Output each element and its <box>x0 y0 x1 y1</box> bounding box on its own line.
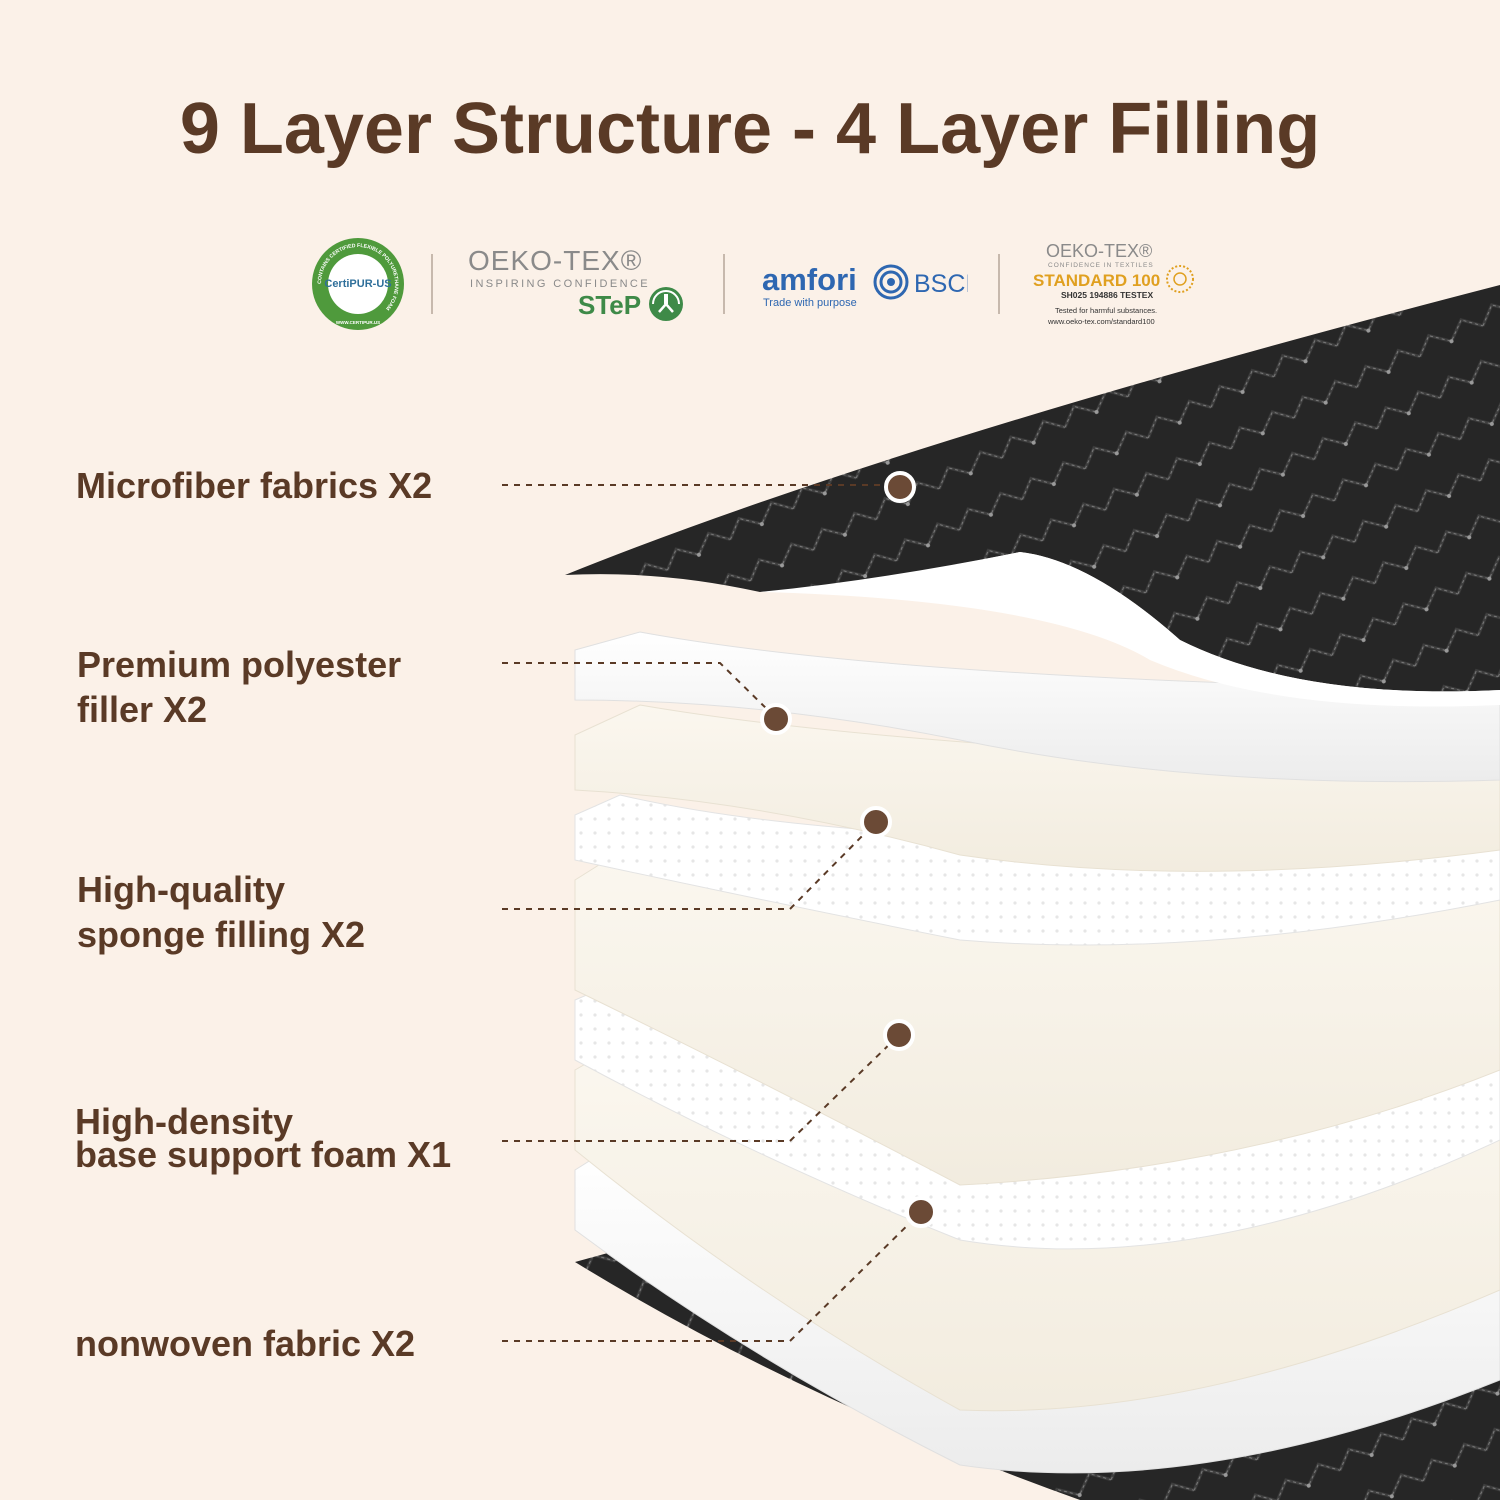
divider <box>998 254 1000 314</box>
layer-top-fabric <box>565 285 1500 692</box>
label-foam-line2: base support foam X1 <box>75 1134 452 1175</box>
oeko-tex-standard-100-logo: OEKO-TEX® CONFIDENCE IN TEXTILES STANDAR… <box>1033 241 1194 326</box>
divider <box>723 254 725 314</box>
amfori-tagline: Trade with purpose <box>763 297 857 309</box>
oeko-step-tagline: INSPIRING CONFIDENCE <box>470 278 650 290</box>
oeko-standard-brand: OEKO-TEX® <box>1046 241 1152 261</box>
leader-sponge <box>502 821 877 910</box>
oeko-standard-code: SH025 194886 TESTEX <box>1061 290 1153 300</box>
label-nonwoven: nonwoven fabric X2 <box>75 1323 416 1364</box>
label-microfiber: Microfiber fabrics X2 <box>76 465 433 506</box>
oeko-standard-name: STANDARD 100 <box>1033 271 1160 290</box>
globe-icon <box>649 287 683 321</box>
amfori-suffix: BSCI <box>914 270 968 298</box>
oeko-standard-url: www.oeko-tex.com/standard100 <box>1047 317 1155 326</box>
certipur-url: WWW.CERTIPUR.US <box>336 320 380 325</box>
page-title: 9 Layer Structure - 4 Layer Filling <box>179 89 1321 169</box>
layer-polyester-top <box>574 631 1500 783</box>
amfori-bsci-logo: amfori BSCI Trade with purpose <box>762 262 968 309</box>
oeko-standard-tested: Tested for harmful substances. <box>1055 306 1157 315</box>
marker-dot <box>860 806 892 838</box>
label-sponge-line1: High-quality <box>77 869 285 910</box>
label-polyester-line2: filler X2 <box>77 689 208 730</box>
oeko-standard-tagline: CONFIDENCE IN TEXTILES <box>1048 262 1154 269</box>
marker-dot <box>905 1196 937 1228</box>
marker-dot <box>883 1019 915 1051</box>
leader-foam <box>502 1034 900 1142</box>
leader-polyester <box>502 662 777 719</box>
oeko-step-mark: STeP <box>578 290 641 320</box>
marker-dot <box>884 471 916 503</box>
layer-top-fabric-curl <box>760 552 1500 707</box>
divider <box>431 254 433 314</box>
amfori-brand: amfori <box>762 262 857 297</box>
oeko-tex-step-logo: OEKO-TEX® INSPIRING CONFIDENCE STeP <box>468 245 683 321</box>
label-foam-line1: High-density <box>75 1101 294 1142</box>
marker-dot <box>760 703 792 735</box>
label-polyester-line1: Premium polyester <box>77 644 402 685</box>
leader-nonwoven <box>502 1211 922 1342</box>
layer-polyester-bottom <box>574 704 1500 872</box>
certipur-name: CertiPUR-US <box>324 278 391 290</box>
flower-icon <box>1166 265 1194 293</box>
certipur-us-logo: CONTAINS CERTIFIED FLEXIBLE POLYURETHANE… <box>312 238 404 330</box>
label-sponge-line2: sponge filling X2 <box>77 914 366 955</box>
oeko-step-brand: OEKO-TEX® <box>468 245 642 276</box>
amfori-swirl-icon <box>873 264 909 300</box>
